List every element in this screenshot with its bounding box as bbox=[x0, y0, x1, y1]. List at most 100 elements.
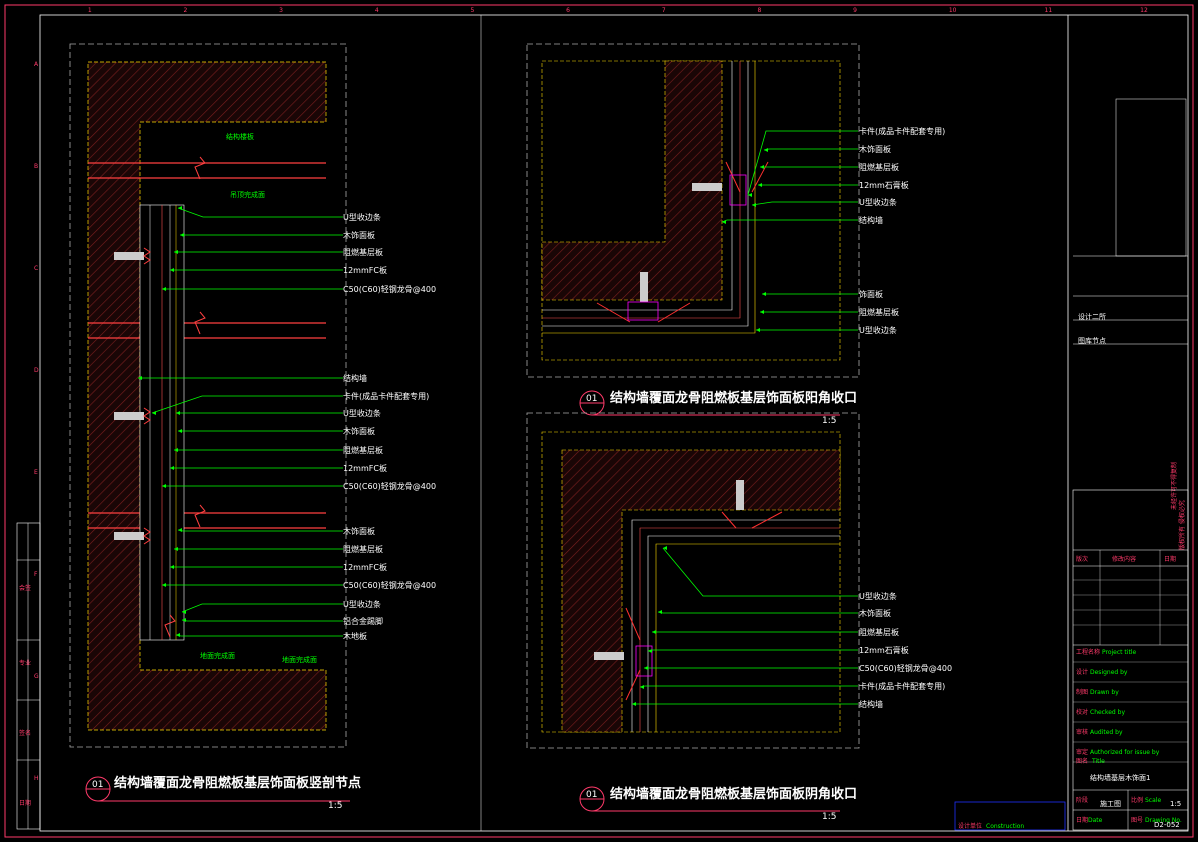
tr-leader-arrow bbox=[748, 193, 752, 197]
scale-label: 比例 bbox=[1131, 796, 1143, 804]
left-callout-label: 木饰面板 bbox=[343, 526, 375, 536]
left-structural-wall bbox=[87, 61, 327, 731]
break-mark bbox=[194, 311, 206, 335]
br-outer-dash bbox=[541, 431, 841, 733]
br-anchor bbox=[594, 652, 624, 660]
grid-number: 9 bbox=[853, 7, 857, 14]
left-callout-leaders: U型收边条木饰面板阻燃基层板12mmFC板C50(C60)轻钢龙骨@400结构墙… bbox=[138, 206, 436, 641]
grid-number: 12 bbox=[1140, 7, 1148, 14]
left-leader-line bbox=[177, 529, 343, 532]
br-leader-arrow bbox=[644, 666, 648, 670]
grid-number: 2 bbox=[184, 7, 188, 14]
br-leader-line bbox=[662, 547, 858, 597]
tr-leader-arrow bbox=[762, 292, 766, 296]
tr-callout-label: U型收边条 bbox=[859, 197, 897, 207]
left-callout-label: 12mmFC板 bbox=[343, 265, 387, 275]
tr-callout-label: 阻燃基层板 bbox=[859, 162, 899, 172]
left-leader-arrow bbox=[176, 633, 180, 637]
tr-layer bbox=[542, 61, 756, 334]
title-block-row-label: 审核 bbox=[1076, 728, 1088, 736]
left-leader-arrow bbox=[180, 233, 184, 237]
br-leader-arrow bbox=[658, 610, 662, 614]
break-mark bbox=[194, 504, 206, 528]
left-callout-label: C50(C60)轻钢龙骨@400 bbox=[343, 481, 436, 491]
reproduction-note: 未经许可不得复制 bbox=[1170, 462, 1178, 510]
br-layer bbox=[647, 535, 840, 732]
br-callout-label: 结构墙 bbox=[859, 699, 883, 709]
stage-value: 施工图 bbox=[1100, 799, 1121, 808]
revision-header: 日期 bbox=[1164, 555, 1176, 563]
left-callout-label: U型收边条 bbox=[343, 599, 381, 609]
left-callout-label: U型收边条 bbox=[343, 408, 381, 418]
tr-callout-label: 卡件(成品卡件配套专用) bbox=[859, 126, 945, 136]
br-leader-arrow bbox=[663, 546, 667, 550]
signoff-cell: 签名 bbox=[19, 729, 31, 737]
left-leader-arrow bbox=[178, 206, 182, 210]
outer-frame bbox=[4, 4, 1194, 838]
revision-header: 修改内容 bbox=[1112, 555, 1136, 563]
left-callout-label: 12mmFC板 bbox=[343, 463, 387, 473]
br-detail-scale: 1:5 bbox=[822, 812, 836, 822]
grid-letter: E bbox=[34, 469, 38, 476]
left-leader-line bbox=[175, 634, 343, 637]
tr-leader-arrow bbox=[752, 203, 756, 207]
number-en: Drawing No. bbox=[1145, 817, 1182, 824]
date-en: Date bbox=[1088, 817, 1103, 824]
grid-number: 6 bbox=[566, 7, 570, 14]
br-leader-arrow bbox=[648, 649, 652, 653]
signoff-strip: 会签 专业 签名 日期 bbox=[16, 522, 41, 830]
grid-letter: B bbox=[34, 163, 38, 170]
left-callout-label: 卡件(成品卡件配套专用) bbox=[343, 391, 429, 401]
title-block-row-en: Checked by bbox=[1090, 709, 1125, 716]
br-callout-label: 12mm石膏板 bbox=[859, 645, 909, 655]
left-callout-label: 阻燃基层板 bbox=[343, 445, 383, 455]
drawing-name-en: Title bbox=[1091, 758, 1105, 765]
wall-anchor bbox=[114, 407, 151, 425]
tr-leader-arrow bbox=[760, 165, 764, 169]
left-leader-arrow bbox=[162, 287, 166, 291]
signoff-cell: 日期 bbox=[19, 799, 31, 807]
inner-frame bbox=[39, 14, 1189, 832]
left-leader-arrow bbox=[174, 448, 178, 452]
grid-letter: G bbox=[34, 673, 39, 680]
tr-leader-arrow bbox=[756, 328, 760, 332]
grid-letter: D bbox=[34, 367, 39, 374]
drawing-number: D2-052 bbox=[1154, 821, 1180, 829]
br-leader-arrow bbox=[640, 685, 644, 689]
tr-detail-title: 结构墙覆面龙骨阻燃板基层饰面板阳角收口 bbox=[610, 390, 857, 406]
left-leader-arrow bbox=[178, 528, 182, 532]
br-callout-label: U型收边条 bbox=[859, 591, 897, 601]
grid-number: 5 bbox=[471, 7, 475, 14]
wall-anchor bbox=[114, 527, 151, 545]
break-mark bbox=[194, 156, 206, 180]
br-callout-label: C50(C60)轻钢龙骨@400 bbox=[859, 663, 952, 673]
title-block-row-en: Drawn by bbox=[1090, 689, 1119, 696]
number-label: 图号 bbox=[1131, 817, 1143, 824]
tr-leader-arrow bbox=[758, 183, 762, 187]
design-office: 设计二所 bbox=[1078, 312, 1106, 321]
tr-detail-title-block: 01 结构墙覆面龙骨阻燃板基层饰面板阳角收口 1:5 bbox=[579, 390, 857, 426]
br-leader-line bbox=[639, 685, 858, 688]
left-leader-arrow bbox=[174, 250, 178, 254]
left-detail-scale: 1:5 bbox=[328, 801, 342, 811]
signoff-cell: 会签 bbox=[19, 584, 31, 592]
tr-callout-label: 阻燃基层板 bbox=[859, 307, 899, 317]
revision-header: 版次 bbox=[1076, 555, 1088, 563]
br-leader-arrow bbox=[632, 702, 636, 706]
tr-callout-label: 木饰面板 bbox=[859, 144, 891, 154]
grid-number: 4 bbox=[375, 7, 379, 14]
left-detail-title-block: 01 结构墙覆面龙骨阻燃板基层饰面板竖剖节点 1:5 bbox=[85, 775, 361, 811]
internal-corner-detail: U型收边条木饰面板阻燃基层板12mm石膏板C50(C60)轻钢龙骨@400卡件(… bbox=[526, 412, 952, 822]
title-block-row-label: 设计 bbox=[1076, 668, 1088, 676]
detail-number: 01 bbox=[586, 790, 597, 800]
br-anchor bbox=[736, 480, 744, 510]
left-leader-arrow bbox=[170, 466, 174, 470]
br-callout-leaders: U型收边条木饰面板阻燃基层板12mm石膏板C50(C60)轻钢龙骨@400卡件(… bbox=[632, 546, 952, 709]
drawing-name: 结构墙基层木饰面1 bbox=[1090, 773, 1150, 782]
tr-leader-line bbox=[751, 201, 858, 206]
grid-number: 11 bbox=[1045, 7, 1053, 14]
design-unit-en: Construction bbox=[986, 823, 1024, 830]
design-unit-label: 设计单位 bbox=[958, 822, 982, 830]
left-leader-arrow bbox=[170, 268, 174, 272]
